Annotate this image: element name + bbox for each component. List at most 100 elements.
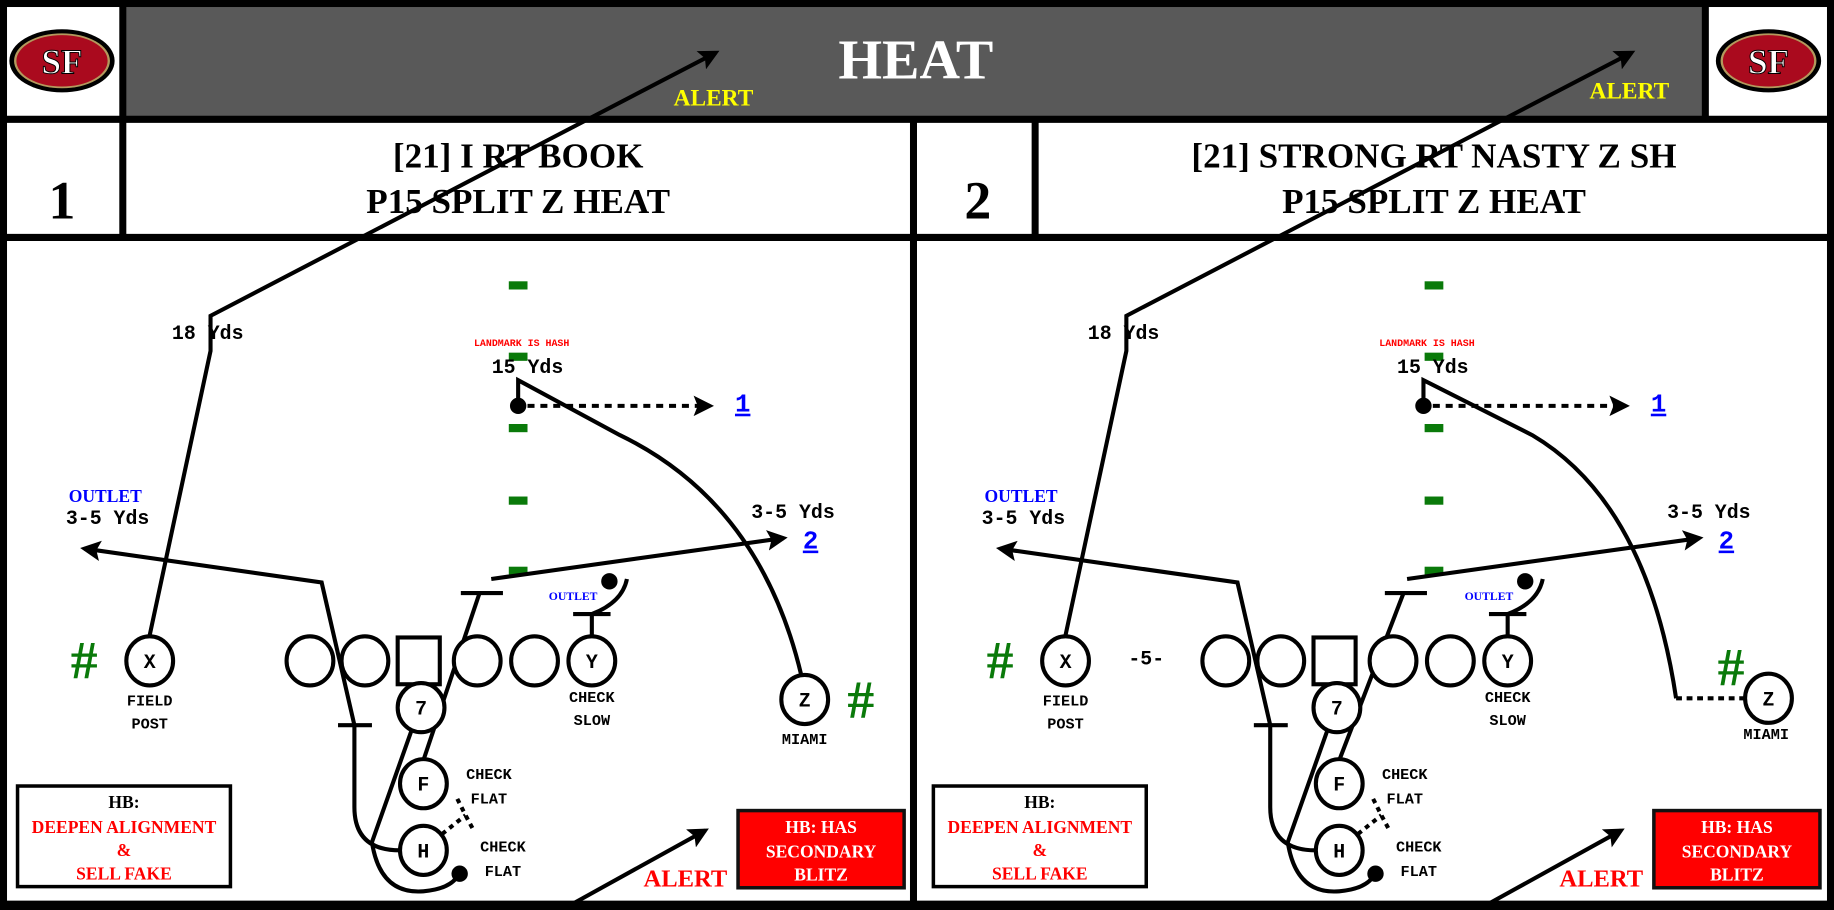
- h-note: FLAT: [1401, 863, 1437, 881]
- hb-note-line: &: [1033, 840, 1048, 860]
- player-h: [397, 823, 449, 877]
- h-route-end-dot: [1367, 865, 1384, 882]
- offensive-lineman: [1367, 634, 1419, 688]
- read-2-link[interactable]: 2: [1719, 528, 1734, 557]
- blitz-note-line: SECONDARY: [1682, 841, 1793, 861]
- play-title-line2: P15 SPLIT Z HEAT: [1282, 182, 1586, 221]
- player-h-label: H: [1333, 840, 1345, 863]
- player-x: [1040, 634, 1091, 688]
- blitz-note-line: BLITZ: [1710, 865, 1764, 885]
- player-f-label: F: [1333, 774, 1345, 797]
- offensive-lineman: [284, 634, 336, 688]
- bottom-alert-arrow: [1476, 828, 1625, 910]
- hash-mark: [508, 566, 528, 575]
- player-z-label: Z: [1763, 688, 1775, 711]
- read-1-link[interactable]: 1: [735, 391, 750, 420]
- bottom-alert-arrow: [560, 828, 709, 910]
- y-note: CHECK: [1485, 689, 1531, 707]
- h-path: [352, 725, 401, 853]
- z-route: [1421, 376, 1679, 699]
- y-check-route: [1488, 578, 1545, 636]
- logo-text: SF: [42, 43, 83, 82]
- logo-left: SF: [9, 29, 115, 93]
- h-note: CHECK: [480, 839, 526, 857]
- hash-mark: [508, 281, 528, 290]
- right-outlet-route: [490, 530, 788, 582]
- hash-mark: [508, 424, 528, 433]
- alert-label-header-right: ALERT: [1589, 78, 1669, 104]
- qb-drop-dot: [509, 397, 527, 415]
- x-note: FIELD: [1043, 692, 1089, 710]
- right-depth-label: 3-5 Yds: [751, 501, 834, 524]
- left-depth-label: 3-5 Yds: [982, 507, 1065, 530]
- hash-symbol-right: #: [847, 670, 874, 730]
- player-x-label: X: [1060, 651, 1072, 674]
- offensive-lineman: [339, 634, 391, 688]
- hash-mark: [508, 352, 528, 361]
- player-x-label: X: [144, 651, 156, 674]
- hash-mark: [1424, 352, 1444, 361]
- outlet-label: OUTLET: [69, 486, 142, 506]
- hash-mark: [508, 496, 528, 505]
- read-2-link[interactable]: 2: [803, 528, 818, 557]
- left-depth-label: 3-5 Yds: [66, 507, 149, 530]
- blitz-note-line: BLITZ: [794, 865, 848, 885]
- h-check-dashed: [440, 797, 476, 836]
- hb-note-line: DEEPEN ALIGNMENT: [32, 817, 217, 837]
- offensive-lineman: [451, 634, 503, 688]
- blitz-note-box: [736, 808, 906, 890]
- f-note: FLAT: [1387, 791, 1423, 809]
- z-route: [516, 376, 804, 676]
- f-note: CHECK: [466, 766, 512, 784]
- right-outlet-route: [1406, 530, 1704, 582]
- z-note: MIAMI: [782, 731, 828, 749]
- landmark-label: LANDMARK IS HASH: [1379, 338, 1474, 349]
- blitz-note-line: SECONDARY: [766, 841, 877, 861]
- hash-mark: [1424, 566, 1444, 575]
- h-route-end-dot: [451, 865, 468, 882]
- logo-right: SF: [1715, 29, 1822, 93]
- player-z-label: Z: [799, 689, 811, 712]
- blitz-note-line: HB: HAS: [1701, 817, 1773, 837]
- y-note: SLOW: [1489, 712, 1526, 730]
- x-note: POST: [131, 716, 167, 734]
- player-y: [1482, 634, 1534, 688]
- hash-symbol-right: #: [1718, 637, 1745, 697]
- hb-note-line: HB:: [1024, 792, 1055, 812]
- qb-depth-label: 15 Yds: [1397, 356, 1469, 379]
- h-check-dashed: [1356, 797, 1392, 836]
- player-qb-label: 7: [415, 698, 427, 721]
- left-outlet-route: [80, 540, 357, 726]
- qb-drop-dot: [1415, 397, 1432, 415]
- alert-label-bottom: ALERT: [1559, 866, 1643, 893]
- qb-depth-label: 15 Yds: [492, 356, 564, 379]
- hash-symbol-left: #: [71, 630, 98, 690]
- alert-label-header-left: ALERT: [674, 85, 754, 111]
- left-outlet-route: [995, 540, 1273, 726]
- offensive-lineman: [1424, 634, 1476, 688]
- player-qb-label: 7: [1331, 698, 1343, 721]
- hb-note-line: DEEPEN ALIGNMENT: [948, 817, 1133, 837]
- offensive-lineman: [509, 634, 560, 688]
- player-x: [124, 634, 176, 688]
- split-label: -5-: [1128, 647, 1164, 670]
- offensive-lineman: [1200, 634, 1252, 688]
- player-y-label: Y: [1502, 651, 1514, 674]
- player-h-label: H: [417, 840, 429, 863]
- hb-note-line: SELL FAKE: [76, 864, 172, 884]
- z-note: MIAMI: [1743, 726, 1789, 744]
- header-bar: [122, 3, 1706, 120]
- h-route: [1285, 729, 1377, 894]
- center-square: [395, 635, 442, 687]
- hb-note-line: HB:: [108, 792, 139, 812]
- y-note: CHECK: [569, 689, 615, 707]
- hash-mark: [1424, 496, 1444, 505]
- hash-symbol-left: #: [987, 630, 1014, 690]
- player-z: [779, 672, 831, 727]
- y-route-end-dot: [1517, 573, 1534, 590]
- read-1-link[interactable]: 1: [1651, 391, 1666, 420]
- x-route-alert-arrow: [147, 50, 720, 636]
- outlet-label: OUTLET: [985, 486, 1058, 506]
- hb-note-line: &: [117, 840, 132, 860]
